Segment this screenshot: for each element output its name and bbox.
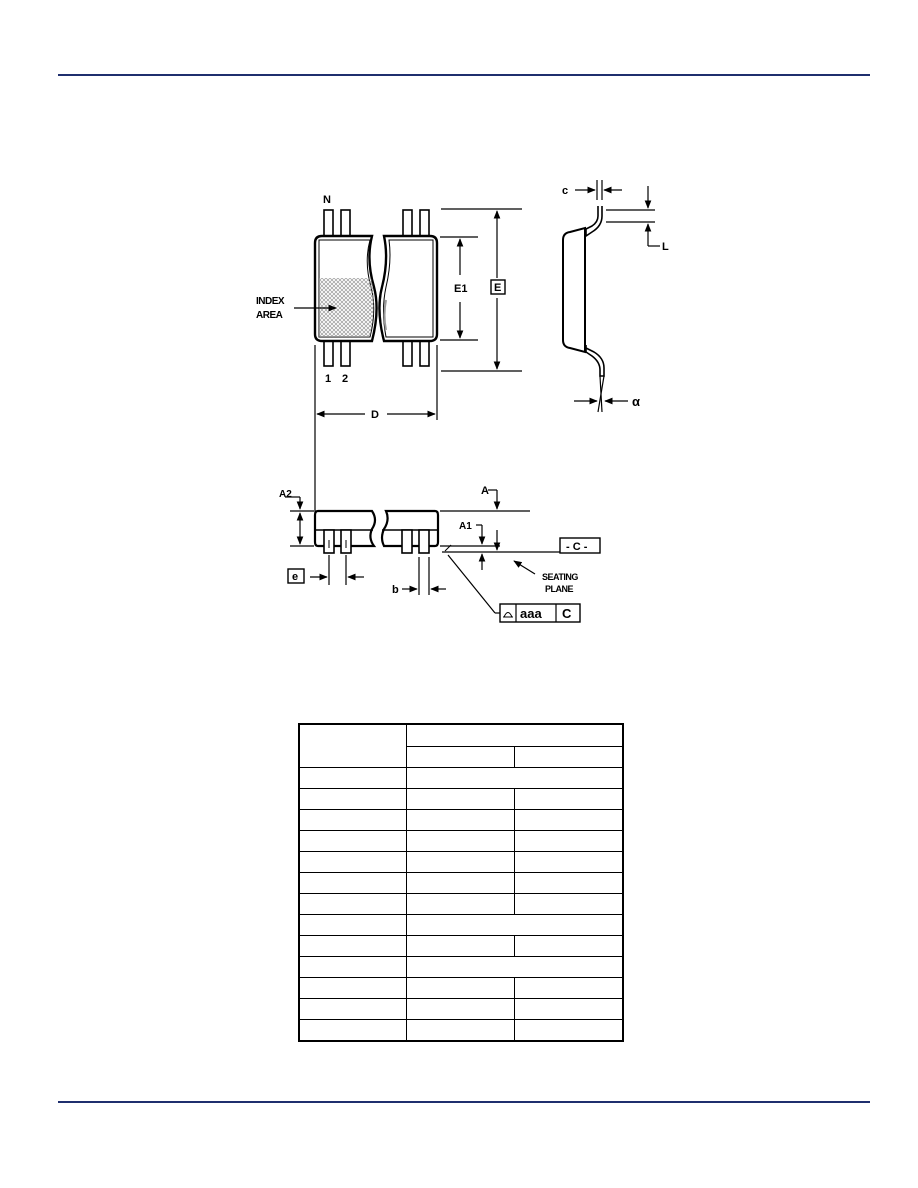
- seating-plane-label-2: PLANE: [545, 584, 573, 594]
- index-area-label-2: AREA: [256, 310, 283, 321]
- table-cell: [298, 767, 407, 789]
- table-row: [298, 809, 624, 831]
- table-row: [298, 767, 624, 789]
- table-cell: [406, 767, 624, 789]
- table-cell: [406, 809, 515, 831]
- table-cell: [514, 998, 624, 1020]
- dim-d-label: D: [371, 409, 379, 421]
- table-cell: [406, 851, 515, 873]
- table-cell: [298, 830, 407, 852]
- dim-e-label: E: [494, 282, 501, 294]
- fcf-datum-label: C: [562, 606, 572, 621]
- table-cell: [298, 914, 407, 936]
- pin-n-label: N: [323, 194, 331, 206]
- pin-2-label: 2: [342, 373, 348, 385]
- table-header-row: [298, 723, 624, 768]
- table-cell: [298, 809, 407, 831]
- table-cell: [298, 956, 407, 978]
- dim-a2-label: A2: [279, 489, 292, 500]
- front-view: [313, 509, 440, 554]
- table-row: [298, 914, 624, 936]
- side-view: [562, 206, 605, 413]
- dim-b-label: b: [392, 584, 399, 596]
- table-row: [298, 1019, 624, 1042]
- dim-e-pitch-label: e: [292, 571, 298, 583]
- datum-c-label: - C -: [566, 541, 588, 553]
- table-row: [298, 830, 624, 852]
- table-cell: [406, 935, 515, 957]
- table-row: [298, 977, 624, 999]
- bottom-rule: [58, 1101, 870, 1103]
- table-cell: [406, 872, 515, 894]
- table-row: [298, 851, 624, 873]
- table-header-cell: [406, 723, 624, 747]
- coplanarity-symbol-icon: [503, 612, 513, 618]
- dim-e1-label: E1: [454, 283, 467, 295]
- table-cell: [514, 872, 624, 894]
- pin-1-label: 1: [325, 373, 331, 385]
- table-cell: [298, 977, 407, 999]
- table-cell: [514, 809, 624, 831]
- table-row: [298, 935, 624, 957]
- index-area-label-1: INDEX: [256, 296, 285, 307]
- table-cell: [298, 851, 407, 873]
- table-cell: [514, 977, 624, 999]
- top-view: [313, 209, 439, 367]
- table-cell: [514, 893, 624, 915]
- table-cell: [514, 788, 624, 810]
- dim-alpha-label: α: [632, 394, 640, 409]
- table-row: [298, 893, 624, 915]
- seating-plane-label-1: SEATING: [542, 572, 578, 582]
- table-cell: [298, 935, 407, 957]
- table-cell: [406, 998, 515, 1020]
- table-header-cell: [514, 746, 624, 768]
- feature-control-frame: aaa C: [499, 603, 581, 623]
- table-cell: [298, 1019, 407, 1042]
- table-cell: [406, 830, 515, 852]
- table-header-cell: [298, 723, 407, 768]
- dim-c-label: c: [562, 185, 568, 197]
- table-cell: [406, 1019, 515, 1042]
- table-cell: [514, 935, 624, 957]
- dim-a1-label: A1: [459, 521, 472, 532]
- table-cell: [406, 914, 624, 936]
- table-cell: [298, 788, 407, 810]
- table-cell: [298, 893, 407, 915]
- table-row: [298, 956, 624, 978]
- table-cell: [298, 872, 407, 894]
- table-cell: [298, 998, 407, 1020]
- table-header-cell: [406, 746, 515, 768]
- table-row: [298, 872, 624, 894]
- table-cell: [514, 1019, 624, 1042]
- table-cell: [406, 893, 515, 915]
- table-row: [298, 998, 624, 1020]
- table-row: [298, 788, 624, 810]
- table-cell: [406, 788, 515, 810]
- fcf-tolerance-label: aaa: [520, 606, 542, 621]
- table-cell: [514, 851, 624, 873]
- table-cell: [406, 977, 515, 999]
- dim-a-label: A: [481, 485, 489, 497]
- dim-l-label: L: [662, 241, 669, 253]
- dimensions-table: [298, 723, 624, 1042]
- top-rule: [58, 74, 870, 76]
- table-cell: [514, 830, 624, 852]
- package-outline-drawing: N 1 2 INDEX AREA E1 E D: [256, 180, 669, 623]
- table-cell: [406, 956, 624, 978]
